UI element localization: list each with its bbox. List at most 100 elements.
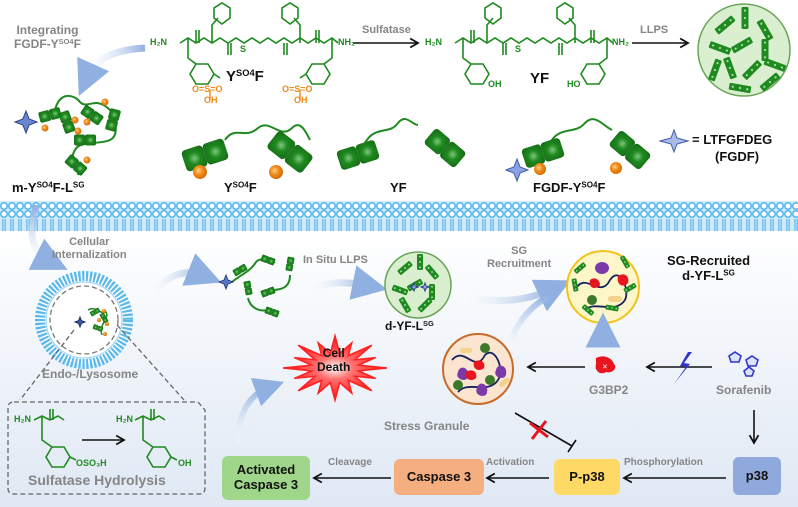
peptide-square [80, 104, 95, 119]
peptide-rod [429, 284, 435, 300]
legend-star-meaning: = LTFGFDEG [692, 132, 773, 147]
integrating-label-line1: Integrating [16, 23, 79, 37]
peptide-square [286, 256, 295, 265]
rod-dot [574, 284, 576, 286]
rod-dot [622, 257, 624, 260]
ySO4F-cartoon [181, 124, 313, 179]
integrating-arrow [77, 44, 146, 96]
peptide-square [181, 145, 208, 172]
blocked-x-icon [529, 420, 549, 440]
rod-dot [729, 19, 732, 22]
peptide-rod [571, 278, 579, 292]
rod-dot [626, 264, 628, 267]
ySO4F-left-amine: H₂N [150, 37, 167, 47]
llps-label: LLPS [640, 24, 669, 36]
rod-dot [725, 49, 729, 52]
yf-structure-label: YF [530, 70, 550, 87]
peptide-rod [425, 264, 439, 280]
dyfl-droplet [384, 251, 452, 319]
rod-dot [624, 261, 626, 263]
peptide-block [92, 324, 104, 332]
peptide-block [38, 107, 62, 123]
hydrolysis-box [7, 401, 206, 495]
protein-green [587, 295, 597, 305]
g3bp2-label: G3BP2 [589, 383, 629, 397]
ySO4F-sulfate-right-oh: OH [294, 95, 308, 105]
sg-inhibits-p-p38 [514, 412, 577, 453]
integrating-label-tail: F [73, 36, 81, 51]
rod-dot [424, 304, 426, 306]
peptide-square [271, 309, 280, 318]
peptide-block [243, 280, 253, 296]
rod-dot [583, 306, 586, 309]
peptide-linker [549, 118, 613, 144]
sg-recruited-droplet [566, 250, 640, 324]
free-chain-star-icon [217, 273, 235, 291]
peptide-block [260, 286, 276, 298]
rod-dot [611, 307, 613, 309]
rod-dot [766, 61, 770, 64]
ySO4F-sulfate-right: O=S=O [282, 84, 313, 94]
in-situ-llps-arrow [308, 265, 388, 300]
peptide-rod [741, 7, 749, 29]
peptide-square [202, 138, 229, 165]
rod-dot [780, 66, 784, 69]
peptide-square [243, 280, 252, 289]
peptide-rod [397, 261, 413, 275]
ySO4F-structure [179, 2, 339, 85]
hydrolysis-title: Sulfatase Hydrolysis [28, 472, 166, 488]
hydrolysis-reactant-amine: H₂N [14, 414, 31, 424]
internalization-arrow [28, 204, 68, 270]
fgdf-star-icon [73, 315, 87, 329]
fgdf-star-icon [419, 281, 431, 293]
yf-sulfur: S [515, 44, 522, 54]
peptide-linker [364, 118, 419, 144]
rod-dot [431, 291, 433, 293]
rod-dot [575, 269, 578, 272]
sulfate-ball [41, 124, 49, 132]
peptide-square [62, 120, 76, 134]
peptide-square [424, 128, 450, 155]
rod-dot [399, 289, 401, 291]
peptide-block [260, 254, 276, 266]
peptide-square [285, 263, 294, 272]
activation-label: Activation [486, 457, 535, 468]
rod-dot [408, 263, 411, 266]
protein-green [480, 343, 490, 353]
peptide-block [521, 138, 565, 168]
sulfatase-label: Sulfatase [362, 24, 411, 36]
yf-structure [454, 2, 614, 85]
rod-dot [574, 288, 577, 291]
sorafenib-molecules-icon [728, 351, 759, 377]
g3bp2-red [465, 370, 477, 380]
rod-dot [743, 24, 747, 27]
fgdf-star-icon [504, 157, 530, 183]
phosphorylation-label: Phosphorylation [624, 457, 703, 468]
ySO4F-right-amine: NH₂ [338, 37, 355, 47]
cell-death-burst-icon [282, 332, 388, 404]
peptide-linker [271, 274, 291, 291]
rod-dot [419, 266, 421, 269]
rod-dot [746, 88, 749, 91]
g3bp2-x-mark: ✕ [602, 363, 608, 371]
peptide-square [267, 131, 296, 160]
rod-dot [774, 76, 777, 79]
integrating-label: Integrating FGDF-YSO4F [14, 23, 81, 52]
peptide-square [284, 144, 313, 173]
peptide-rod [763, 58, 787, 72]
rod-dot [718, 28, 721, 31]
in-situ-llps-label: In Situ LLPS [303, 254, 368, 266]
rod-dot [763, 41, 767, 44]
rod-dot [718, 46, 722, 50]
peptide-block [424, 128, 466, 168]
peptide-rod [708, 41, 732, 55]
rod-dot [632, 285, 635, 287]
ySO4F-sulfate-left: O=S=O [192, 84, 223, 94]
cell-membrane-lipids [0, 201, 798, 231]
ySO4F-cartoon-label: YSO4F [224, 180, 257, 195]
sulfate-ball [71, 116, 79, 124]
peptide-square [94, 307, 101, 314]
